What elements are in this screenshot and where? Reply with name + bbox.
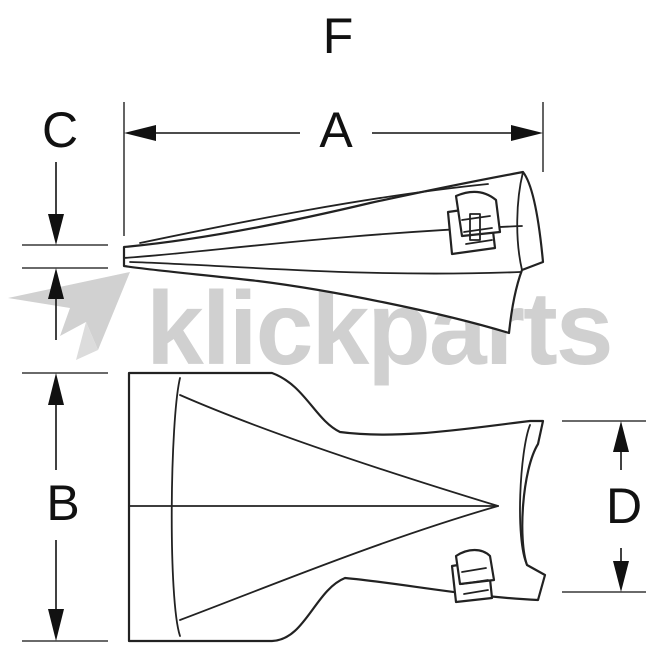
tooth-top-inner-edge (519, 424, 531, 566)
label-f: F (323, 8, 354, 64)
watermark-logo-icon (8, 272, 130, 360)
label-c: C (42, 102, 78, 158)
tooth-side-view (122, 170, 545, 335)
retainer-clip-bottom (450, 548, 496, 604)
tooth-top-outline (127, 371, 547, 643)
label-a: A (319, 102, 353, 158)
tooth-side-rear-edge (516, 171, 524, 271)
tooth-top-inner-left (170, 377, 181, 637)
dimension-d (562, 420, 646, 593)
retainer-clip-top (446, 190, 502, 256)
dimension-a (123, 102, 544, 236)
tooth-top-upper-bevel (179, 394, 499, 507)
label-b: B (46, 475, 79, 531)
tooth-side-outline (122, 170, 545, 335)
tooth-top-view (127, 371, 547, 643)
tooth-side-crease (129, 261, 521, 275)
tooth-top-lower-bevel (179, 505, 499, 621)
tooth-side-top-line (139, 183, 489, 244)
dimension-b (22, 372, 108, 642)
label-d: D (606, 478, 642, 534)
dimension-c (22, 162, 108, 340)
